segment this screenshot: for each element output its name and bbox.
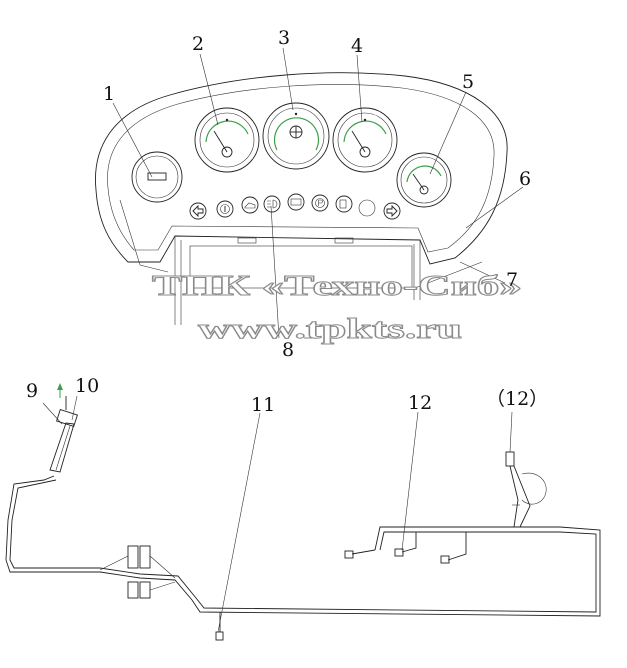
callout-9: 9 — [26, 380, 38, 402]
wiring-harness — [5, 383, 601, 641]
gauge-4 — [332, 107, 398, 173]
gauge-3-speedometer — [262, 102, 330, 170]
headlight-beam-icon — [263, 195, 281, 213]
oil-pressure-icon — [241, 196, 259, 214]
indicator-lamp-row — [189, 193, 401, 220]
sensor-12-alt — [505, 411, 547, 528]
callout-4: 4 — [351, 35, 363, 57]
brake-warning-icon — [216, 200, 234, 218]
callout-6: 6 — [519, 168, 531, 190]
fuel-level-icon — [335, 195, 353, 213]
blank-indicator-icon — [358, 199, 376, 217]
watermark-line-2: www.tpkts.ru — [198, 314, 462, 345]
connector-block — [99, 545, 176, 599]
callout-leaders-top — [112, 47, 524, 339]
callout-12: 12 — [408, 392, 432, 414]
right-turn-signal-icon — [383, 202, 401, 220]
callout-numbers: 1 2 3 4 5 6 7 8 9 10 11 12 （12） — [26, 27, 548, 416]
left-turn-signal-icon — [189, 202, 207, 220]
callout-11: 11 — [251, 394, 275, 416]
callout-1: 1 — [103, 83, 115, 105]
gauge-5 — [396, 152, 452, 208]
watermark-line-1: ТПК «Техно-Сиб» — [152, 271, 522, 302]
battery-icon — [287, 193, 305, 211]
sensor-9-10-assembly — [42, 383, 78, 473]
sensors-12 — [344, 411, 467, 564]
cluster-housing — [95, 72, 508, 325]
callout-10: 10 — [75, 375, 99, 397]
callout-3: 3 — [278, 27, 290, 49]
callout-12-bracketed: （12） — [486, 388, 548, 410]
parking-brake-icon — [311, 194, 329, 212]
sensor-11 — [215, 412, 261, 641]
gauge-1-display — [131, 151, 183, 203]
callout-2: 2 — [192, 33, 204, 55]
callout-8: 8 — [282, 339, 294, 361]
watermark: ТПК «Техно-Сиб» www.tpkts.ru — [152, 271, 523, 346]
callout-7: 7 — [506, 269, 518, 291]
callout-5: 5 — [462, 71, 474, 93]
gauge-2 — [194, 107, 260, 173]
